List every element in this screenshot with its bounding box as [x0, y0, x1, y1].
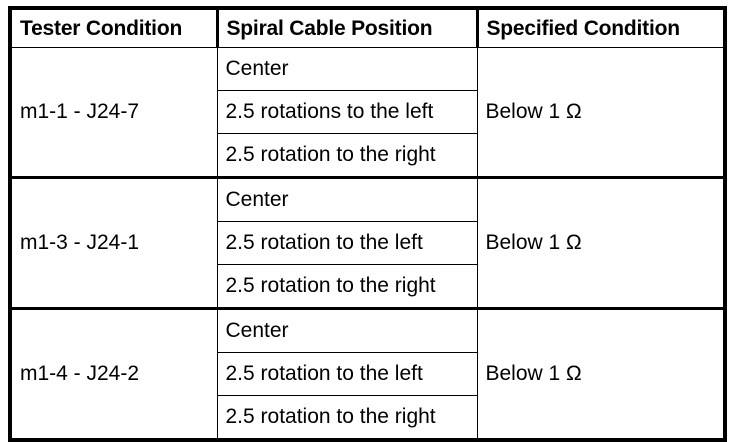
column-header-tester-condition: Tester Condition: [9, 7, 218, 48]
table-row: m1-4 - J24-2 Center Below 1 Ω: [9, 307, 726, 441]
specification-table: Tester Condition Spiral Cable Position S…: [8, 6, 727, 442]
spiral-cable-position-cell: 2.5 rotations to the left: [216, 90, 478, 134]
spiral-cable-position-cell: Center: [216, 176, 478, 222]
table-body: m1-1 - J24-7 Center Below 1 Ω 2.5 rotati…: [9, 47, 726, 441]
spiral-cable-position-cell: Center: [216, 307, 478, 353]
specified-condition-cell: Below 1 Ω: [476, 307, 726, 441]
spiral-cable-position-cell: Center: [216, 47, 478, 91]
spiral-cable-position-cell: 2.5 rotation to the right: [216, 264, 478, 309]
tester-condition-cell: m1-1 - J24-7: [9, 47, 218, 178]
spiral-cable-position-cell: 2.5 rotation to the right: [216, 133, 478, 178]
table-row: 2.5 rotation to the right: [10, 395, 725, 441]
table-row: 2.5 rotations to the left: [10, 90, 725, 134]
spiral-cable-position-cell: 2.5 rotation to the right: [216, 395, 478, 441]
table-row: 2.5 rotation to the left: [10, 352, 725, 396]
specified-condition-cell: Below 1 Ω: [476, 47, 726, 178]
column-header-specified-condition: Specified Condition: [475, 7, 726, 48]
table-row: m1-3 - J24-1 Center Below 1 Ω: [9, 176, 726, 309]
tester-condition-cell: m1-3 - J24-1: [9, 176, 218, 309]
table-header: Tester Condition Spiral Cable Position S…: [9, 7, 726, 48]
column-header-spiral-cable-position: Spiral Cable Position: [215, 7, 478, 48]
header-row: Tester Condition Spiral Cable Position S…: [9, 7, 726, 48]
table-row: 2.5 rotation to the right: [10, 133, 725, 178]
table-row: 2.5 rotation to the right: [10, 264, 725, 309]
specified-condition-cell: Below 1 Ω: [476, 176, 726, 309]
spiral-cable-position-cell: 2.5 rotation to the left: [216, 352, 478, 396]
tester-condition-cell: m1-4 - J24-2: [9, 307, 218, 441]
spiral-cable-position-cell: 2.5 rotation to the left: [216, 221, 478, 265]
table-row: m1-1 - J24-7 Center Below 1 Ω: [9, 47, 726, 178]
